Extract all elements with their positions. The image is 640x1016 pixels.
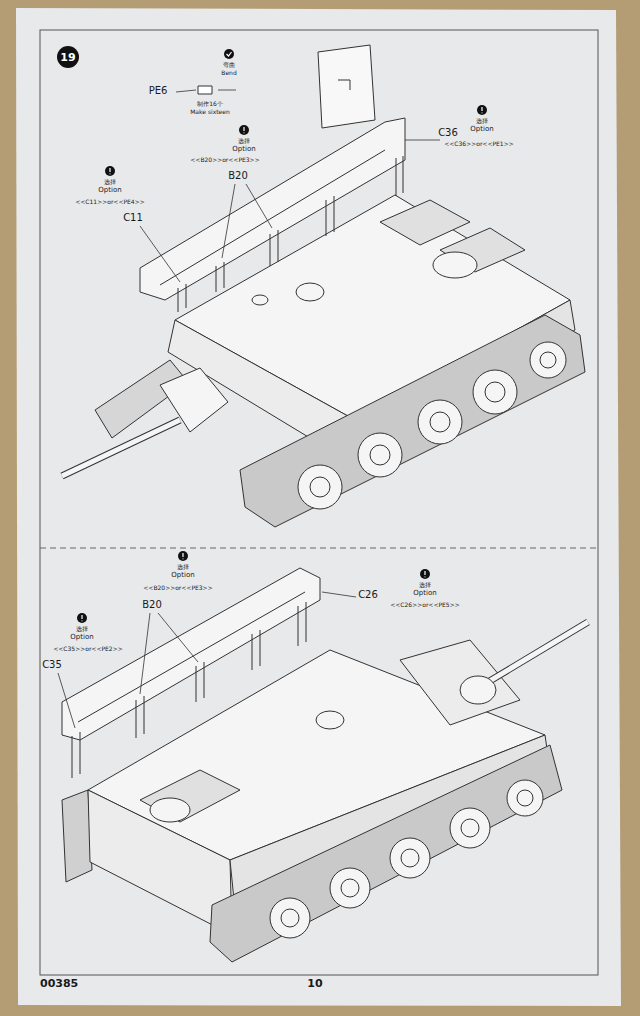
part-label: Bend: [221, 70, 236, 77]
part-label: <<C11>>or<<PE4>>: [75, 199, 144, 206]
part-label: 00385: [40, 978, 78, 990]
part-label: C36: [438, 127, 458, 138]
part-label: B20: [228, 170, 248, 181]
part-label: <<C26>>or<<PE5>>: [390, 602, 459, 609]
part-label: B20: [142, 599, 162, 610]
part-label: 选择: [476, 118, 488, 125]
part-label: 选择: [238, 138, 250, 145]
part-label: <<C36>>or<<PE1>>: [444, 141, 513, 148]
part-label: Option: [171, 572, 194, 580]
part-label: Option: [232, 146, 255, 154]
part-label: <<B20>>or<<PE3>>: [190, 157, 259, 164]
part-label: 选择: [177, 564, 189, 571]
part-label: Option: [413, 590, 436, 598]
part-label: 制作16个: [197, 101, 223, 108]
part-label: <<B20>>or<<PE3>>: [143, 585, 212, 592]
part-label: C35: [42, 659, 62, 670]
part-label: PE6: [149, 85, 168, 96]
part-label: Option: [98, 187, 121, 195]
part-label: 选择: [104, 179, 116, 186]
part-label: 选择: [76, 626, 88, 633]
part-label: <<C35>>or<<PE2>>: [53, 646, 122, 653]
part-label: 选择: [419, 582, 431, 589]
part-label: C26: [358, 589, 378, 600]
part-label: Option: [70, 634, 93, 642]
step-number: 19: [57, 46, 79, 68]
part-label: 弯曲: [223, 62, 235, 69]
part-label: Option: [470, 126, 493, 134]
part-label: C11: [123, 212, 143, 223]
part-label: 10: [307, 978, 322, 990]
part-label: Make sixteen: [190, 109, 230, 116]
step-number-text: 19: [60, 51, 75, 64]
